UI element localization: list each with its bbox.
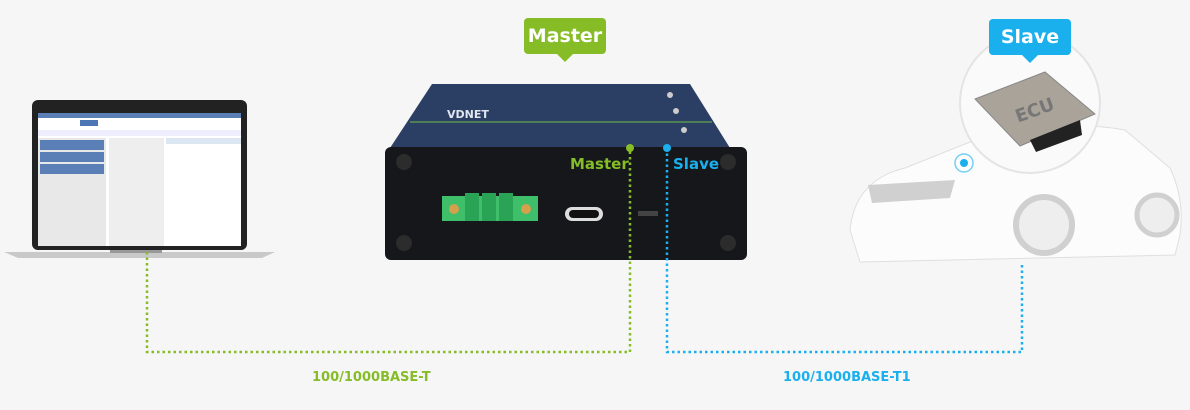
ecu-module: ECU	[974, 71, 1096, 152]
device-model-text: VDNET	[447, 108, 489, 121]
converter-device: VDNET	[385, 84, 747, 260]
signal-icon	[960, 159, 968, 167]
master-link-line	[145, 148, 632, 354]
car	[849, 125, 1182, 263]
slave-link-label: 100/1000BASE-T1	[783, 370, 911, 385]
laptop	[4, 100, 275, 258]
slave-tag: Slave	[989, 19, 1071, 63]
device-master-port-label: Master	[570, 155, 629, 173]
master-tag: Master	[524, 18, 606, 62]
slave-link-line	[665, 148, 1024, 354]
master-link-label: 100/1000BASE-T	[312, 370, 431, 385]
device-slave-port-label: Slave	[673, 155, 719, 173]
